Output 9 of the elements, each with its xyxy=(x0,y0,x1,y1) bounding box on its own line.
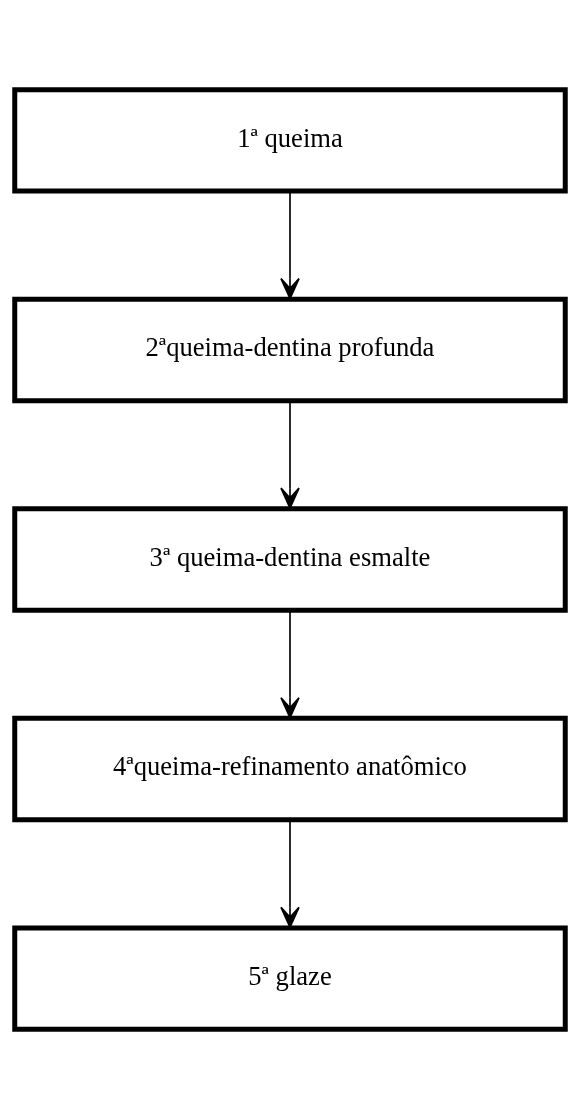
node-box: 1ª queima xyxy=(12,87,568,194)
arrow xyxy=(280,400,300,509)
node-box: 5ª glaze xyxy=(12,925,568,1032)
arrow xyxy=(280,190,300,300)
arrow xyxy=(280,819,300,929)
node-box: 4ªqueima-refinamento anatômico xyxy=(12,715,568,823)
arrow xyxy=(280,609,300,719)
node-box: 3ª queima-dentina esmalte xyxy=(12,506,568,613)
node-box: 2ªqueima-dentina profunda xyxy=(12,296,568,404)
